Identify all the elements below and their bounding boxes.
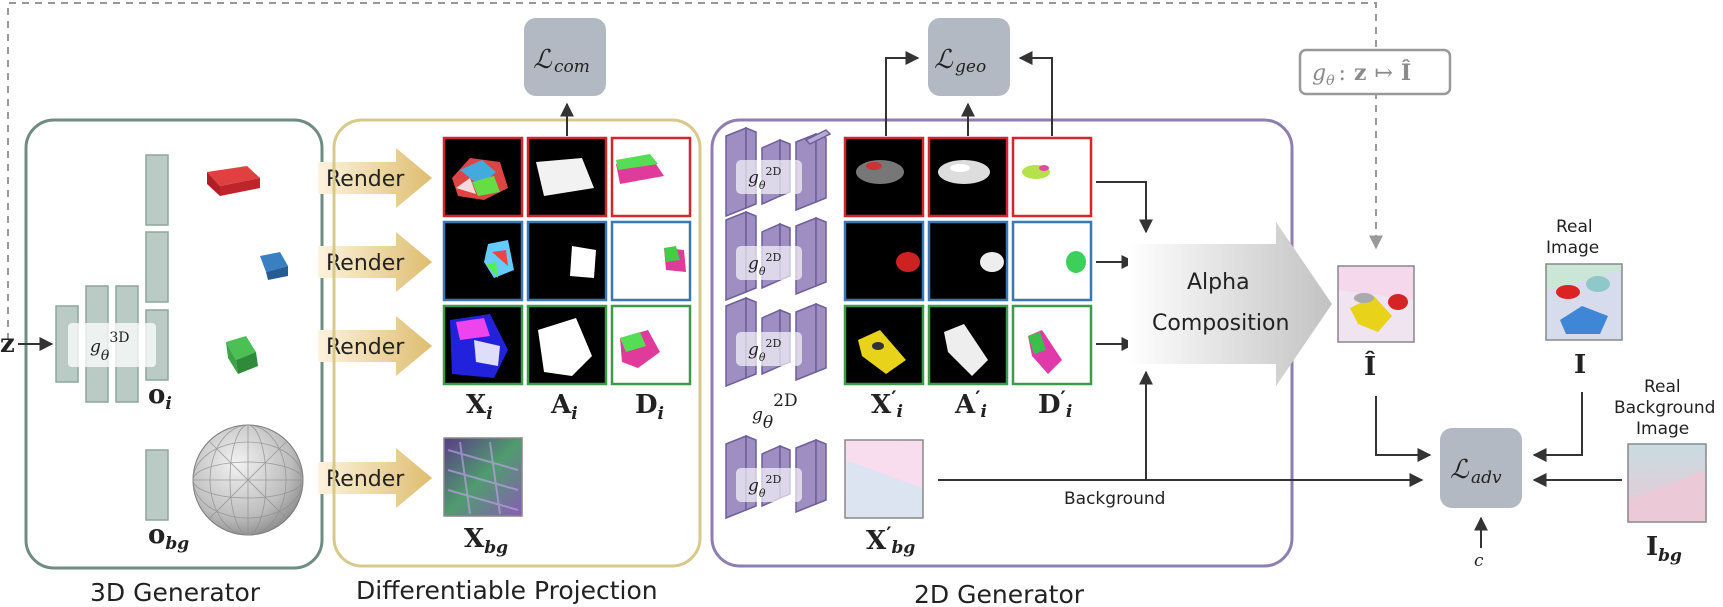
x-prime-bg-label: X′bg bbox=[866, 522, 915, 558]
x-prime-bg-thumb bbox=[844, 439, 924, 519]
alpha-composition-arrow: Alpha Composition bbox=[1128, 222, 1332, 386]
generator2d-network-3: gθ2D bbox=[725, 296, 827, 388]
o-bg-label: obg bbox=[148, 520, 189, 554]
x-prime-thumb-1 bbox=[843, 136, 925, 218]
generator3d-caption: 3D Generator bbox=[90, 578, 261, 607]
projection-caption: Differentiable Projection bbox=[356, 576, 658, 605]
g2d-label: gθ2D bbox=[752, 391, 798, 433]
green-box-object bbox=[226, 336, 258, 374]
x-i-thumb-3 bbox=[442, 304, 524, 386]
composited-image bbox=[1337, 265, 1415, 343]
background-label: Background bbox=[1064, 489, 1165, 509]
svg-text:Alpha: Alpha bbox=[1187, 270, 1250, 295]
c-label: c bbox=[1474, 551, 1484, 571]
d-i-label: Di bbox=[635, 390, 664, 424]
svg-text:Composition: Composition bbox=[1152, 311, 1289, 336]
mapping-box: gθ:z↦Î bbox=[1298, 48, 1452, 96]
svg-text:gθ2D: gθ2D bbox=[748, 165, 782, 192]
x-prime-thumb-3 bbox=[843, 304, 925, 386]
svg-text:gθ2D: gθ2D bbox=[748, 337, 782, 364]
render-arrow-3: Render bbox=[318, 316, 432, 376]
d-prime-thumb-3 bbox=[1011, 304, 1093, 386]
svg-text:ℒ: ℒ bbox=[1450, 455, 1470, 485]
x-i-label: Xi bbox=[466, 390, 493, 424]
generator3d-network: gθ3D bbox=[55, 154, 169, 521]
x-bg-label: Xbg bbox=[464, 524, 508, 558]
i-bg-label: Ibg bbox=[1646, 532, 1682, 566]
a-prime-thumb-3 bbox=[927, 304, 1009, 386]
a-i-thumb-2 bbox=[526, 220, 608, 302]
x-prime-label: X′i bbox=[871, 386, 903, 422]
loss-com-box: ℒ com bbox=[524, 18, 606, 96]
i-hat-label: Î bbox=[1364, 350, 1376, 382]
mapping-dashed-path bbox=[7, 2, 1383, 340]
loss-adv-box: ℒ adv bbox=[1440, 428, 1522, 508]
d-prime-thumb-1 bbox=[1011, 136, 1093, 218]
d-i-thumb-1 bbox=[610, 136, 692, 218]
projection-frame bbox=[332, 118, 702, 568]
d-i-thumb-3 bbox=[610, 304, 692, 386]
real-image-label-line2: Image bbox=[1546, 238, 1599, 258]
real-image bbox=[1545, 263, 1623, 341]
a-prime-label: A′i bbox=[954, 386, 987, 422]
real-background-image bbox=[1627, 443, 1707, 523]
svg-text:gθ2D: gθ2D bbox=[748, 473, 782, 500]
svg-text:com: com bbox=[554, 57, 590, 77]
a-i-thumb-1 bbox=[526, 136, 608, 218]
red-box-object bbox=[207, 166, 260, 196]
x-i-thumb-1 bbox=[442, 136, 524, 218]
x-prime-thumb-2 bbox=[843, 220, 925, 302]
svg-text:Render: Render bbox=[326, 467, 405, 492]
z-input-label: z bbox=[0, 329, 15, 359]
real-image-label-line1: Real bbox=[1556, 217, 1593, 237]
render-arrow-1: Render bbox=[318, 148, 432, 208]
a-i-thumb-3 bbox=[526, 304, 608, 386]
x-bg-thumb bbox=[443, 437, 523, 517]
real-bg-label-line3: Image bbox=[1636, 419, 1689, 439]
d-prime-label: D′i bbox=[1038, 386, 1072, 422]
svg-text:ℒ: ℒ bbox=[533, 45, 553, 75]
real-bg-label-line1: Real bbox=[1644, 377, 1681, 397]
svg-text:Render: Render bbox=[326, 251, 405, 276]
x-i-thumb-2 bbox=[442, 220, 524, 302]
i-real-label: I bbox=[1574, 350, 1586, 380]
svg-text:geo: geo bbox=[955, 57, 986, 77]
generator2d-network-1: gθ2D bbox=[725, 126, 832, 218]
svg-text:gθ2D: gθ2D bbox=[748, 251, 782, 278]
svg-text:Render: Render bbox=[326, 167, 405, 192]
svg-text:ℒ: ℒ bbox=[934, 45, 954, 75]
sphere-background-object bbox=[192, 424, 304, 536]
d-prime-thumb-2 bbox=[1011, 220, 1093, 302]
a-prime-thumb-1 bbox=[927, 136, 1009, 218]
svg-text:gθ:z↦Î: gθ:z↦Î bbox=[1312, 59, 1411, 89]
d-i-thumb-2 bbox=[610, 220, 692, 302]
generator2d-caption: 2D Generator bbox=[914, 580, 1085, 607]
svg-text:adv: adv bbox=[1471, 468, 1502, 488]
o-i-label: oi bbox=[148, 380, 172, 414]
a-prime-thumb-2 bbox=[927, 220, 1009, 302]
render-arrow-bg: Render bbox=[318, 448, 432, 508]
loss-geo-box: ℒ geo bbox=[928, 18, 1010, 96]
blue-box-object bbox=[260, 252, 288, 280]
generator2d-network-bg: gθ2D bbox=[725, 434, 827, 520]
generator2d-network-2: gθ2D bbox=[725, 210, 827, 302]
render-arrow-2: Render bbox=[318, 232, 432, 292]
svg-text:gθ3D: gθ3D bbox=[90, 330, 129, 364]
a-i-label: Ai bbox=[550, 390, 578, 424]
real-bg-label-line2: Background bbox=[1614, 398, 1715, 418]
svg-text:Render: Render bbox=[326, 335, 405, 360]
